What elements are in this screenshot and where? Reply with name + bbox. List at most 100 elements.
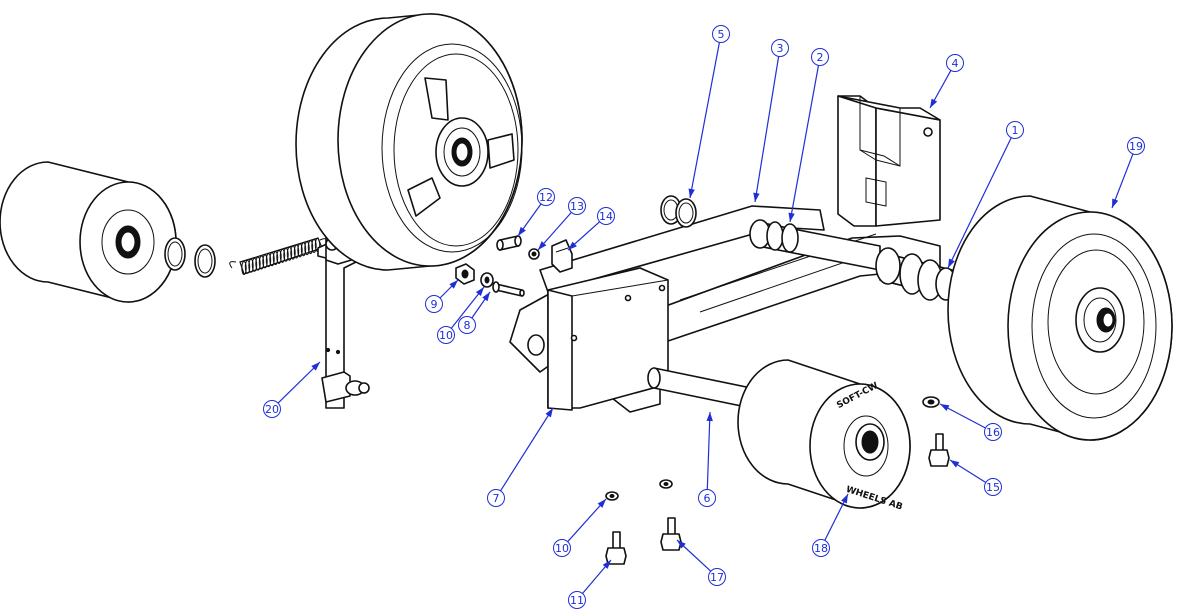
base-block xyxy=(547,267,669,411)
leader-large-wheel-right xyxy=(1111,153,1134,209)
balloon-washer: 10 xyxy=(437,326,455,344)
retaining-rings-left xyxy=(164,237,216,278)
leader-pivot-arm-frame xyxy=(754,56,780,203)
arrowhead-spring-clip xyxy=(568,241,577,250)
balloon-front-roller: 18 xyxy=(812,539,830,557)
arrowhead-clevis-pin xyxy=(518,226,526,236)
hardware-hex-nut xyxy=(455,263,475,285)
balloon-circle xyxy=(698,489,716,507)
balloon-washer-lower: 10 xyxy=(553,539,571,557)
hardware-hex-bolt-center xyxy=(660,517,682,551)
balloon-spring-lever-arm: 20 xyxy=(263,400,281,418)
hardware-washer-lower xyxy=(605,491,619,501)
leader-base-block xyxy=(500,407,554,492)
balloon-label: 8 xyxy=(464,319,471,332)
balloon-circle xyxy=(1127,137,1145,155)
balloon-circle xyxy=(946,54,964,72)
arrowhead-large-wheel-right xyxy=(1112,198,1119,208)
balloon-circle xyxy=(597,207,615,225)
hardware-flat-washer-right xyxy=(922,396,940,408)
balloon-circle xyxy=(537,188,555,206)
balloon-circle xyxy=(263,400,281,418)
balloon-hex-bolt-center: 17 xyxy=(708,568,726,586)
balloon-circle xyxy=(771,39,789,57)
balloon-label: 10 xyxy=(439,329,453,342)
arrowhead-shoulder-pin xyxy=(482,292,490,302)
balloon-circle xyxy=(487,489,505,507)
arrowhead-mounting-bracket xyxy=(930,98,938,108)
balloon-clevis-pin: 12 xyxy=(537,188,555,206)
balloon-label: 19 xyxy=(1129,140,1143,153)
hardware-washer-center xyxy=(659,479,673,489)
balloon-circle xyxy=(811,48,829,66)
balloon-base-block: 7 xyxy=(487,489,505,507)
balloon-label: 16 xyxy=(986,426,1000,439)
arrowhead-small-washer xyxy=(538,241,547,250)
balloon-mounting-bracket: 4 xyxy=(946,54,964,72)
balloon-circle xyxy=(812,539,830,557)
balloon-label: 15 xyxy=(986,481,1000,494)
extension-spring xyxy=(229,237,331,275)
balloon-circle xyxy=(712,25,730,43)
balloon-flat-washer-right: 16 xyxy=(984,423,1002,441)
balloon-label: 3 xyxy=(777,42,784,55)
leader-lines xyxy=(277,42,1134,594)
balloon-label: 10 xyxy=(555,542,569,555)
arrowhead-flat-washer-right xyxy=(940,404,950,412)
balloon-label: 1 xyxy=(1012,124,1019,137)
hardware-shoulder-pin xyxy=(492,281,525,297)
balloon-hex-bolt-right: 15 xyxy=(984,478,1002,496)
balloon-roller-shaft: 6 xyxy=(698,489,716,507)
hardware-clevis-pin xyxy=(496,235,522,251)
hardware-small-washer xyxy=(528,248,540,260)
balloon-circle xyxy=(1006,121,1024,139)
balloon-label: 11 xyxy=(570,594,584,607)
balloon-label: 12 xyxy=(539,191,553,204)
arrowhead-axle-sleeve xyxy=(788,212,795,222)
balloon-circle xyxy=(437,326,455,344)
balloon-retaining-ring-pair: 5 xyxy=(712,25,730,43)
balloon-label: 18 xyxy=(814,542,828,555)
balloon-circle xyxy=(568,591,586,609)
balloon-large-wheel-right: 19 xyxy=(1127,137,1145,155)
large-wheel-left xyxy=(295,13,523,271)
hardware-hex-bolt-left xyxy=(605,531,627,565)
balloon-circle xyxy=(553,539,571,557)
rear-roller-left xyxy=(0,161,177,303)
arrowhead-hex-bolt-center xyxy=(677,540,686,549)
arrowhead-hex-nut xyxy=(449,280,458,289)
leader-washer-lower xyxy=(567,498,607,543)
balloon-label: 4 xyxy=(952,57,959,70)
balloon-small-washer: 13 xyxy=(568,197,586,215)
balloon-circle xyxy=(425,295,443,313)
balloon-label: 20 xyxy=(265,403,279,416)
balloon-label: 17 xyxy=(710,571,724,584)
hardware-hex-bolt-right xyxy=(928,433,950,467)
balloon-hex-bolt-left: 11 xyxy=(568,591,586,609)
balloon-circle xyxy=(984,478,1002,496)
arrowhead-roller-shaft xyxy=(706,412,713,422)
arrowhead-spring-lever-arm xyxy=(311,362,320,371)
large-wheel-right xyxy=(947,195,1173,441)
arrowhead-hex-bolt-right xyxy=(950,460,960,468)
arrowhead-hex-bolt-left xyxy=(602,560,611,569)
arrowhead-front-roller xyxy=(841,494,848,504)
arrowhead-pivot-arm-frame xyxy=(753,192,760,202)
balloon-label: 13 xyxy=(570,200,584,213)
mounting-bracket xyxy=(837,95,941,227)
balloon-axle-sleeve: 2 xyxy=(811,48,829,66)
balloon-axle-bearing: 1 xyxy=(1006,121,1024,139)
balloon-label: 9 xyxy=(431,298,438,311)
balloon-pivot-arm-frame: 3 xyxy=(771,39,789,57)
balloon-label: 14 xyxy=(599,210,613,223)
hardware-spring-clip xyxy=(551,239,573,273)
arrowhead-retaining-ring-pair xyxy=(688,188,695,198)
front-roller: SOFT-CW WHEELS AB xyxy=(737,359,911,513)
balloon-shoulder-pin: 8 xyxy=(458,316,476,334)
balloon-label: 6 xyxy=(704,492,711,505)
retaining-ring-pair xyxy=(660,195,697,228)
balloon-circle xyxy=(568,197,586,215)
leader-axle-bearing xyxy=(947,137,1012,269)
balloon-label: 5 xyxy=(718,28,725,41)
